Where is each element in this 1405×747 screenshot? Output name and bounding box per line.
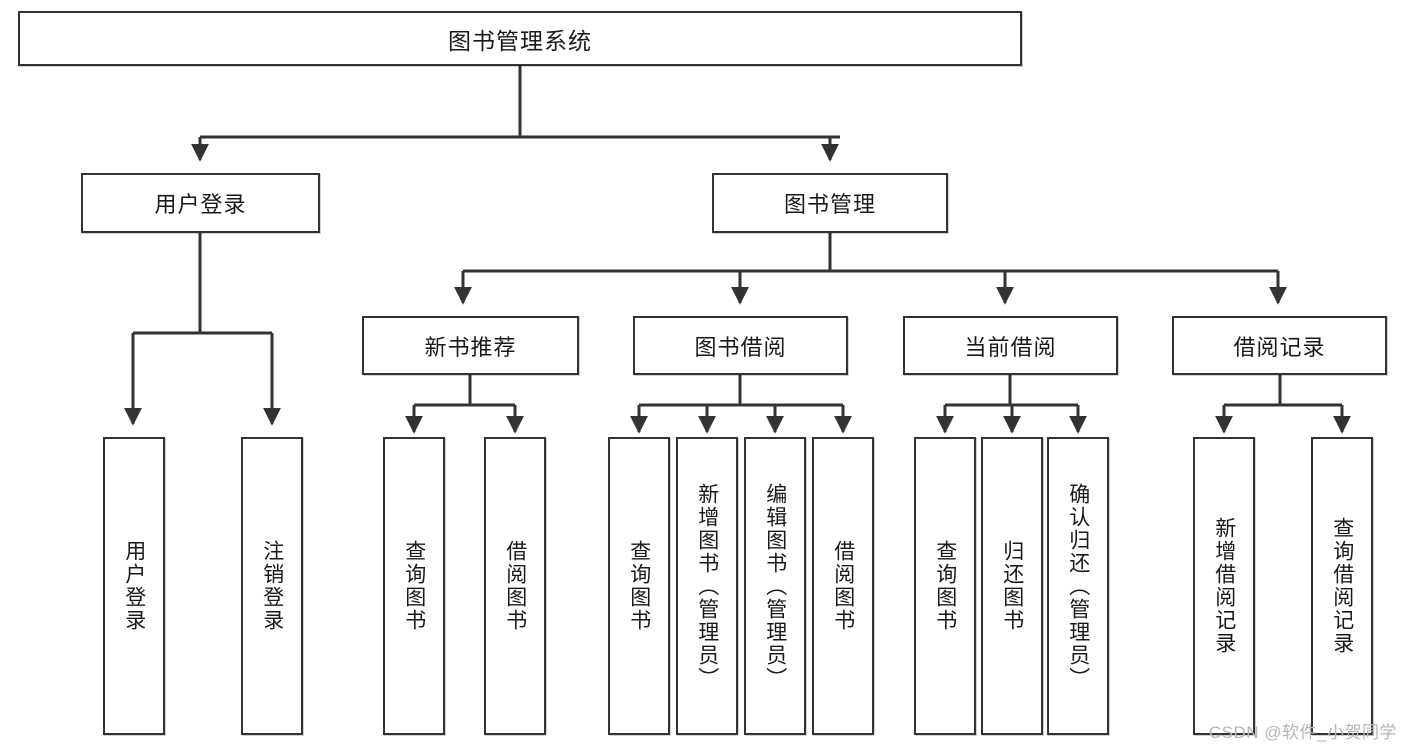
csdn-watermark: CSDN @软件_小贺同学 xyxy=(1208,723,1397,742)
node-leaf-user-login-label: 用户登录 xyxy=(122,540,146,632)
node-leaf-borrow-book-newbook-label: 借阅图书 xyxy=(503,540,527,632)
node-leaf-return-book-label: 归还图书 xyxy=(1000,540,1024,632)
node-borrow-record[interactable]: 借阅记录 xyxy=(1172,316,1387,375)
node-leaf-query-book-current[interactable]: 查询图书 xyxy=(914,437,976,735)
node-leaf-add-borrow-record[interactable]: 新增借阅记录 xyxy=(1193,437,1255,735)
node-leaf-edit-book-admin[interactable]: 编辑图书（管理员） xyxy=(744,437,806,735)
node-leaf-confirm-return-admin-label: 确认归还（管理员） xyxy=(1066,482,1090,690)
node-book-borrow[interactable]: 图书借阅 xyxy=(633,316,848,375)
node-leaf-query-book-current-label: 查询图书 xyxy=(933,540,957,632)
node-leaf-borrow-book-newbook[interactable]: 借阅图书 xyxy=(484,437,546,735)
node-leaf-confirm-return-admin[interactable]: 确认归还（管理员） xyxy=(1047,437,1109,735)
node-leaf-user-login[interactable]: 用户登录 xyxy=(103,437,165,735)
node-leaf-query-book-newbook-label: 查询图书 xyxy=(402,540,426,632)
node-leaf-query-book-borrow-label: 查询图书 xyxy=(627,540,651,632)
node-leaf-logout-label: 注销登录 xyxy=(260,540,284,632)
node-leaf-return-book[interactable]: 归还图书 xyxy=(981,437,1043,735)
node-leaf-borrow-book-label: 借阅图书 xyxy=(831,540,855,632)
node-leaf-query-book-newbook[interactable]: 查询图书 xyxy=(383,437,445,735)
node-leaf-logout[interactable]: 注销登录 xyxy=(241,437,303,735)
node-new-book-recommendation[interactable]: 新书推荐 xyxy=(362,316,579,375)
node-leaf-add-borrow-record-label: 新增借阅记录 xyxy=(1212,517,1236,655)
node-leaf-query-borrow-record[interactable]: 查询借阅记录 xyxy=(1311,437,1373,735)
node-leaf-add-book-admin-label: 新增图书（管理员） xyxy=(695,482,719,690)
node-leaf-add-book-admin[interactable]: 新增图书（管理员） xyxy=(676,437,738,735)
node-leaf-query-borrow-record-label: 查询借阅记录 xyxy=(1330,517,1354,655)
node-leaf-query-book-borrow[interactable]: 查询图书 xyxy=(608,437,670,735)
node-user-login[interactable]: 用户登录 xyxy=(81,173,320,233)
node-leaf-borrow-book[interactable]: 借阅图书 xyxy=(812,437,874,735)
node-current-borrow[interactable]: 当前借阅 xyxy=(903,316,1118,375)
node-book-management-system[interactable]: 图书管理系统 xyxy=(18,11,1022,66)
node-leaf-edit-book-admin-label: 编辑图书（管理员） xyxy=(763,482,787,690)
node-book-management[interactable]: 图书管理 xyxy=(712,173,948,233)
